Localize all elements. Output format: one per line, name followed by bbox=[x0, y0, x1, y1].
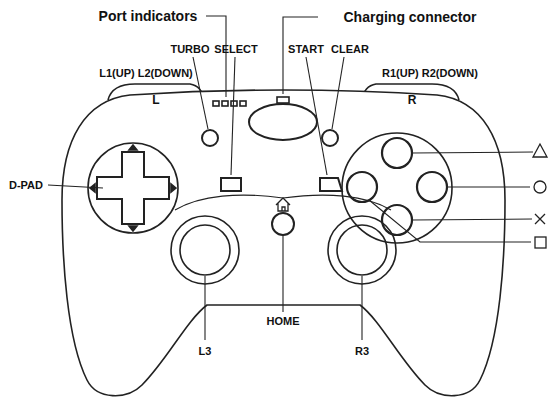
turbo-button bbox=[202, 130, 218, 146]
face-ring bbox=[342, 133, 452, 243]
button-label: TURBO bbox=[170, 44, 209, 55]
home-icon bbox=[276, 198, 290, 211]
callout-label: R3 bbox=[355, 346, 369, 357]
button-label: SELECT bbox=[214, 44, 257, 55]
controller-body bbox=[62, 90, 505, 396]
left-stick-ring bbox=[171, 216, 239, 284]
side-label: L bbox=[152, 94, 159, 106]
start-button bbox=[320, 178, 342, 191]
callout-label: L3 bbox=[199, 346, 212, 357]
shoulder-label: L1(UP) L2(DOWN) bbox=[99, 68, 193, 79]
cross-symbol bbox=[535, 214, 545, 224]
triangle-button bbox=[382, 138, 412, 168]
circle-button bbox=[417, 172, 447, 202]
home-button bbox=[272, 213, 294, 235]
button-label: CLEAR bbox=[331, 44, 369, 55]
cross-button bbox=[382, 205, 412, 235]
leader-lines bbox=[48, 16, 533, 340]
shoulder-label: R1(UP) R2(DOWN) bbox=[382, 68, 478, 79]
callout-label: Charging connector bbox=[343, 10, 476, 24]
button-label: START bbox=[288, 44, 324, 55]
callout-label: Port indicators bbox=[99, 9, 198, 23]
center-oval bbox=[249, 104, 317, 140]
charging-connector bbox=[277, 97, 289, 103]
side-label: R bbox=[408, 94, 417, 106]
port-indicator bbox=[240, 101, 246, 106]
right-stick bbox=[337, 225, 387, 275]
dpad-cross bbox=[97, 152, 169, 224]
left-stick bbox=[180, 225, 230, 275]
square-button bbox=[347, 172, 377, 202]
port-indicator bbox=[222, 101, 228, 106]
right-stick-ring bbox=[328, 216, 396, 284]
square-symbol bbox=[535, 237, 546, 248]
callout-label: D-PAD bbox=[9, 180, 43, 191]
callout-label: HOME bbox=[267, 316, 300, 327]
clear-button bbox=[322, 130, 338, 146]
port-indicator bbox=[213, 101, 219, 106]
circle-symbol bbox=[534, 181, 546, 193]
triangle-symbol bbox=[533, 144, 547, 157]
select-button bbox=[221, 178, 241, 191]
